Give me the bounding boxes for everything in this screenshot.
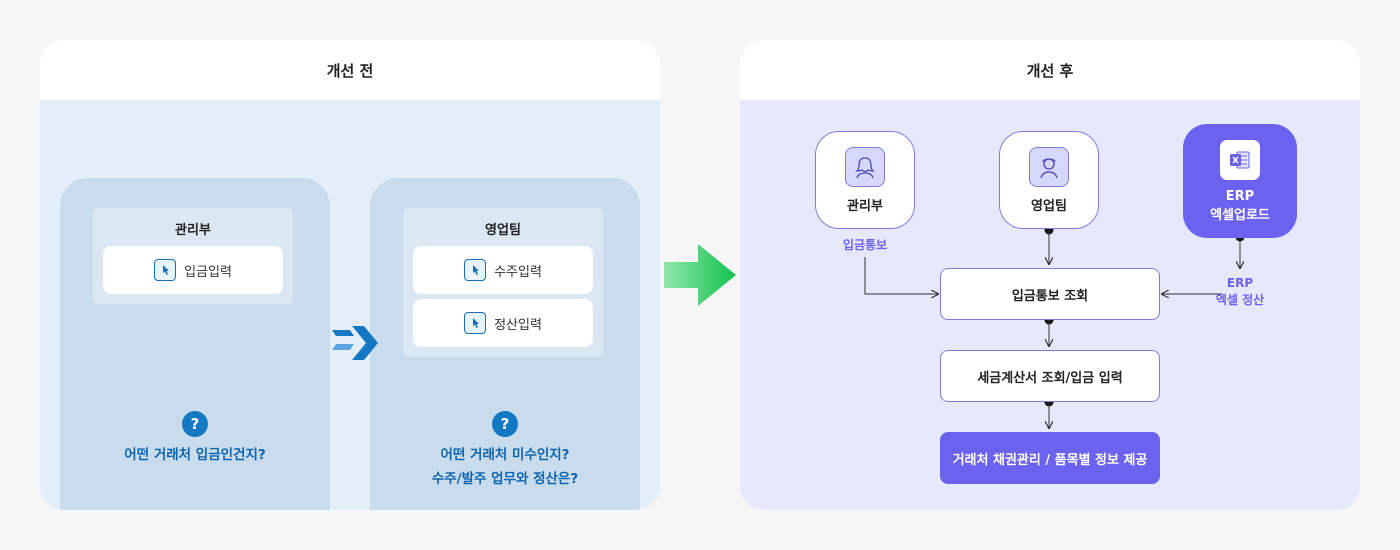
question-text-sales: 어떤 거래처 미수인지? 수주/발주 업무와 정산은? <box>370 443 640 491</box>
task-deposit-input: 입금입력 <box>103 246 283 294</box>
admin-flow-label: 입금통보 <box>842 238 888 252</box>
node-sales-label: 영업팀 <box>1031 198 1067 214</box>
male-user-icon <box>1029 146 1069 187</box>
task-label: 입금입력 <box>184 264 232 280</box>
dept-column-sales: 영업팀 수주입력 정산입력 ? 어떤 거래처 미수인지? 수주/발주 업무와 <box>370 178 640 510</box>
female-user-icon <box>845 146 885 187</box>
dept-title-sales: 영업팀 <box>485 223 521 238</box>
dept-column-admin: 관리부 입금입력 ? 어떤 거래처 입금인건지? <box>60 178 330 510</box>
question-text-admin: 어떤 거래처 입금인건지? <box>60 443 330 467</box>
node-erp-label-line1: ERP <box>1225 188 1255 204</box>
dept-title-admin: 관리부 <box>175 223 211 238</box>
before-panel-title: 개선 전 <box>40 40 660 100</box>
erp-flow-label-line2: 엑셀 정산 <box>1215 293 1265 307</box>
question-circle-icon: ? <box>182 411 208 437</box>
step-tax-invoice-input: 세금계산서 조회/입금 입력 <box>940 350 1160 402</box>
pointer-click-icon <box>464 312 487 334</box>
dept-box-admin: 관리부 입금입력 <box>93 208 293 304</box>
erp-flow-label: ERP 엑셀 정산 <box>1200 275 1280 309</box>
question-circle-icon: ? <box>492 411 518 437</box>
question-line: 수주/발주 업무와 정산은? <box>431 471 579 487</box>
node-erp-label-line2: 엑셀업로드 <box>1210 207 1270 223</box>
before-panel: 개선 전 관리부 입금입력 ? 어떤 거래처 입금인건지? 영업팀 <box>40 40 660 510</box>
node-sales: 영업팀 <box>999 131 1099 229</box>
task-settlement-input: 정산입력 <box>413 299 593 347</box>
after-panel: 개선 후 <box>740 40 1360 510</box>
question-line: 어떤 거래처 미수인지? <box>440 447 570 463</box>
node-erp: ERP 엑셀업로드 <box>1183 124 1297 238</box>
node-admin: 관리부 <box>815 131 915 229</box>
dept-box-sales: 영업팀 수주입력 정산입력 <box>403 208 603 357</box>
step-deposit-notice-lookup: 입금통보 조회 <box>940 268 1160 320</box>
task-label: 수주입력 <box>494 264 542 280</box>
before-panel-body: 관리부 입금입력 ? 어떤 거래처 입금인건지? 영업팀 <box>40 100 660 510</box>
task-label: 정산입력 <box>494 317 542 333</box>
step-receivables-management: 거래처 채권관리 / 품목별 정보 제공 <box>940 432 1160 484</box>
erp-flow-label-line1: ERP <box>1226 276 1254 290</box>
node-admin-label: 관리부 <box>847 198 883 214</box>
task-order-input: 수주입력 <box>413 246 593 294</box>
after-panel-body: 관리부 영업팀 <box>740 100 1360 510</box>
excel-icon <box>1220 139 1260 180</box>
after-panel-title: 개선 후 <box>740 40 1360 100</box>
pointer-click-icon <box>154 259 177 281</box>
question-line: 어떤 거래처 입금인건지? <box>124 447 266 463</box>
pointer-click-icon <box>464 259 487 281</box>
improvement-arrow-icon <box>664 244 736 306</box>
